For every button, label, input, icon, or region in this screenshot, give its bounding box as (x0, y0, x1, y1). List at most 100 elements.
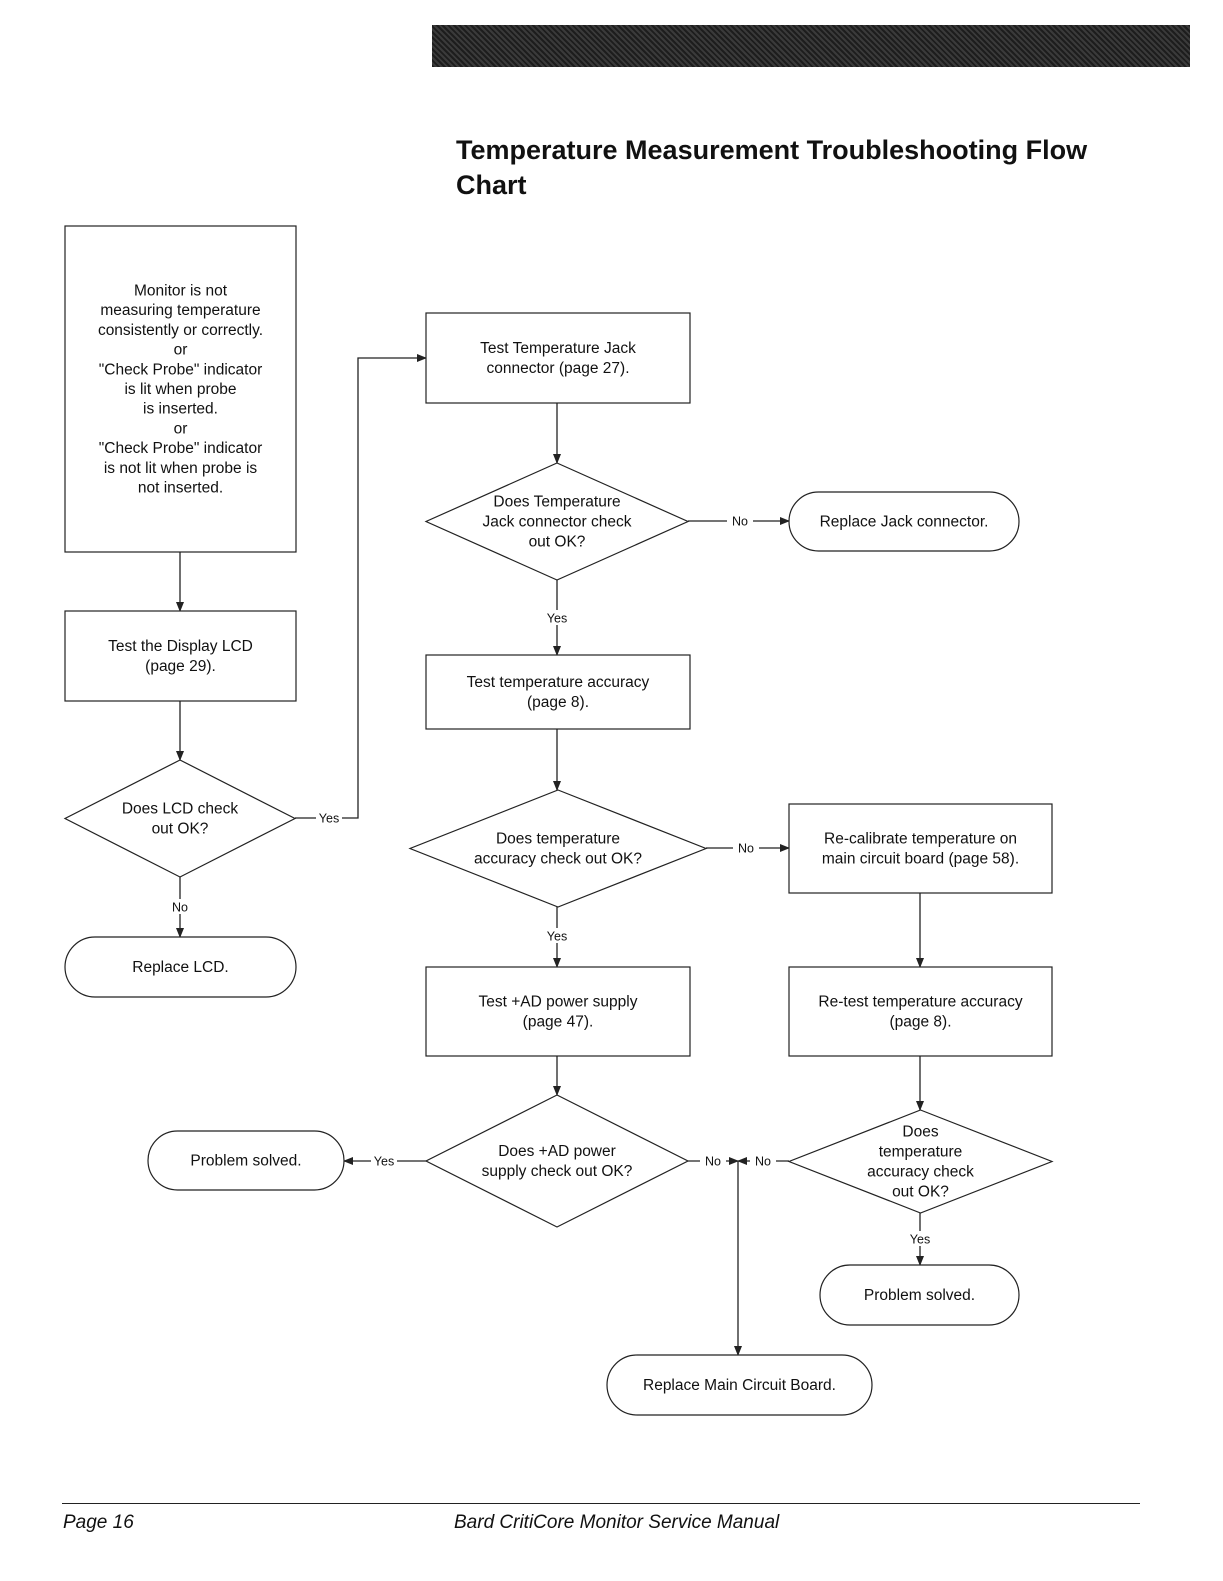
node-text-line: main circuit board (page 58). (822, 851, 1019, 868)
footer-manual-title: Bard CritiCore Monitor Service Manual (454, 1512, 780, 1533)
node-text-line: temperature (879, 1144, 963, 1161)
edge-label-yes: Yes (547, 930, 567, 944)
footer-rule (62, 1503, 1140, 1504)
process-box (425, 966, 691, 1057)
edge-q-lcd-to-test-jack (295, 354, 427, 819)
node-text-line: Does LCD check (122, 801, 239, 818)
edge-label-bg (750, 1153, 776, 1168)
terminal-pill (606, 1354, 873, 1416)
node-replace-jack: Replace Jack connector. (788, 491, 1020, 552)
node-text-line: Re-test temperature accuracy (818, 994, 1022, 1011)
node-text-line: Problem solved. (864, 1287, 975, 1304)
node-text-line: out OK? (152, 821, 209, 838)
node-text-line: Test +AD power supply (479, 994, 638, 1011)
edge-label-bg (700, 1153, 726, 1168)
node-test-lcd: Test the Display LCD (page 29). (64, 610, 297, 702)
node-q-accuracy: Does temperature accuracy check out OK? (408, 789, 708, 908)
edge-label-yes: Yes (547, 612, 567, 626)
node-text-line: (page 29). (145, 658, 216, 675)
node-text-line: connector (page 27). (486, 360, 629, 377)
node-text-line: out OK? (529, 534, 586, 551)
node-text-line: (page 47). (523, 1014, 594, 1031)
edge-label-bg (727, 513, 753, 528)
node-text-line: Replace Jack connector. (820, 514, 989, 531)
node-text-line: is lit when probe (124, 381, 236, 398)
node-text-line: or (174, 420, 188, 437)
node-text-line: supply check out OK? (482, 1163, 633, 1180)
node-text-line: "Check Probe" indicator (99, 440, 263, 457)
node-text-line: Does Temperature (493, 494, 620, 511)
process-box (425, 654, 691, 730)
node-solved-left: Problem solved. (147, 1130, 345, 1191)
node-text-line: Problem solved. (190, 1153, 301, 1170)
node-start: Monitor is not measuring temperature consi… (64, 225, 297, 553)
node-text-line: "Check Probe" indicator (99, 361, 263, 378)
node-q-ad: Does +AD power supply check out OK? (424, 1094, 690, 1228)
edge-label-bg (733, 840, 759, 855)
node-text-line: Replace LCD. (132, 959, 229, 976)
decision-diamond (424, 462, 690, 581)
node-text-line: is inserted. (143, 401, 218, 418)
edge-label-no: No (755, 1155, 771, 1169)
node-text-line: Test temperature accuracy (467, 674, 650, 691)
node-text-line: Jack connector check (482, 514, 631, 531)
edge-label-bg (371, 1153, 397, 1168)
node-text-line: or (174, 342, 188, 359)
node-text-line: consistently or correctly. (98, 322, 263, 339)
edge-label-no: No (732, 515, 748, 529)
terminal-pill (147, 1130, 345, 1191)
edge-label-no: No (172, 901, 188, 915)
node-text-line: not inserted. (138, 480, 223, 497)
edge-label-yes: Yes (374, 1155, 394, 1169)
page-title: Temperature Measurement Troubleshooting … (456, 135, 1088, 200)
node-replace-board: Replace Main Circuit Board. (606, 1354, 873, 1416)
node-solved-right: Problem solved. (819, 1264, 1020, 1326)
edge-label-bg (544, 610, 570, 625)
node-text-line: Does +AD power (498, 1143, 616, 1160)
decision-diamond (63, 759, 297, 878)
process-box (788, 966, 1053, 1057)
node-text-line: Does temperature (496, 831, 620, 848)
node-text-line: Test Temperature Jack (480, 340, 636, 357)
decision-diamond (424, 1094, 690, 1228)
node-test-jack: Test Temperature Jack connector (page 27)… (425, 312, 691, 404)
node-text-line: Re-calibrate temperature on (824, 831, 1017, 848)
node-text-line: Test the Display LCD (108, 638, 253, 655)
process-box (64, 610, 297, 702)
node-replace-lcd: Replace LCD. (64, 936, 297, 998)
terminal-pill (788, 491, 1020, 552)
decision-diamond (787, 1109, 1054, 1214)
edge-label-yes: Yes (910, 1233, 930, 1247)
process-box (64, 225, 297, 553)
node-text-line: out OK? (892, 1184, 949, 1201)
terminal-pill (819, 1264, 1020, 1326)
node-text-line: is not lit when probe is (104, 460, 258, 477)
node-text-line: (page 8). (527, 694, 589, 711)
decision-diamond (408, 789, 708, 908)
edge-label-bg (544, 928, 570, 943)
node-text-line: measuring temperature (100, 302, 260, 319)
process-box (788, 803, 1053, 894)
node-test-ad: Test +AD power supply (page 47). (425, 966, 691, 1057)
edge-label-no: No (738, 842, 754, 856)
edge-label-bg (167, 899, 193, 914)
node-retest: Re-test temperature accuracy (page 8). (788, 966, 1053, 1057)
edge-label-yes: Yes (319, 812, 339, 826)
terminal-pill (64, 936, 297, 998)
node-text-line: Monitor is not (134, 283, 228, 300)
nodes-layer: Monitor is not measuring temperature consi… (63, 225, 1054, 1416)
node-text-line: accuracy check out OK? (474, 851, 642, 868)
edge-label-bg (907, 1231, 933, 1246)
node-test-accuracy: Test temperature accuracy (page 8). (425, 654, 691, 730)
process-box (425, 312, 691, 404)
header-bar (432, 25, 1190, 67)
node-text-line: (page 8). (889, 1014, 951, 1031)
edge-label-no: No (705, 1155, 721, 1169)
node-text-line: Replace Main Circuit Board. (643, 1377, 836, 1394)
edge-label-bg (316, 810, 342, 825)
footer-page-number: Page 16 (63, 1512, 134, 1533)
node-text-line: accuracy check (867, 1164, 974, 1181)
